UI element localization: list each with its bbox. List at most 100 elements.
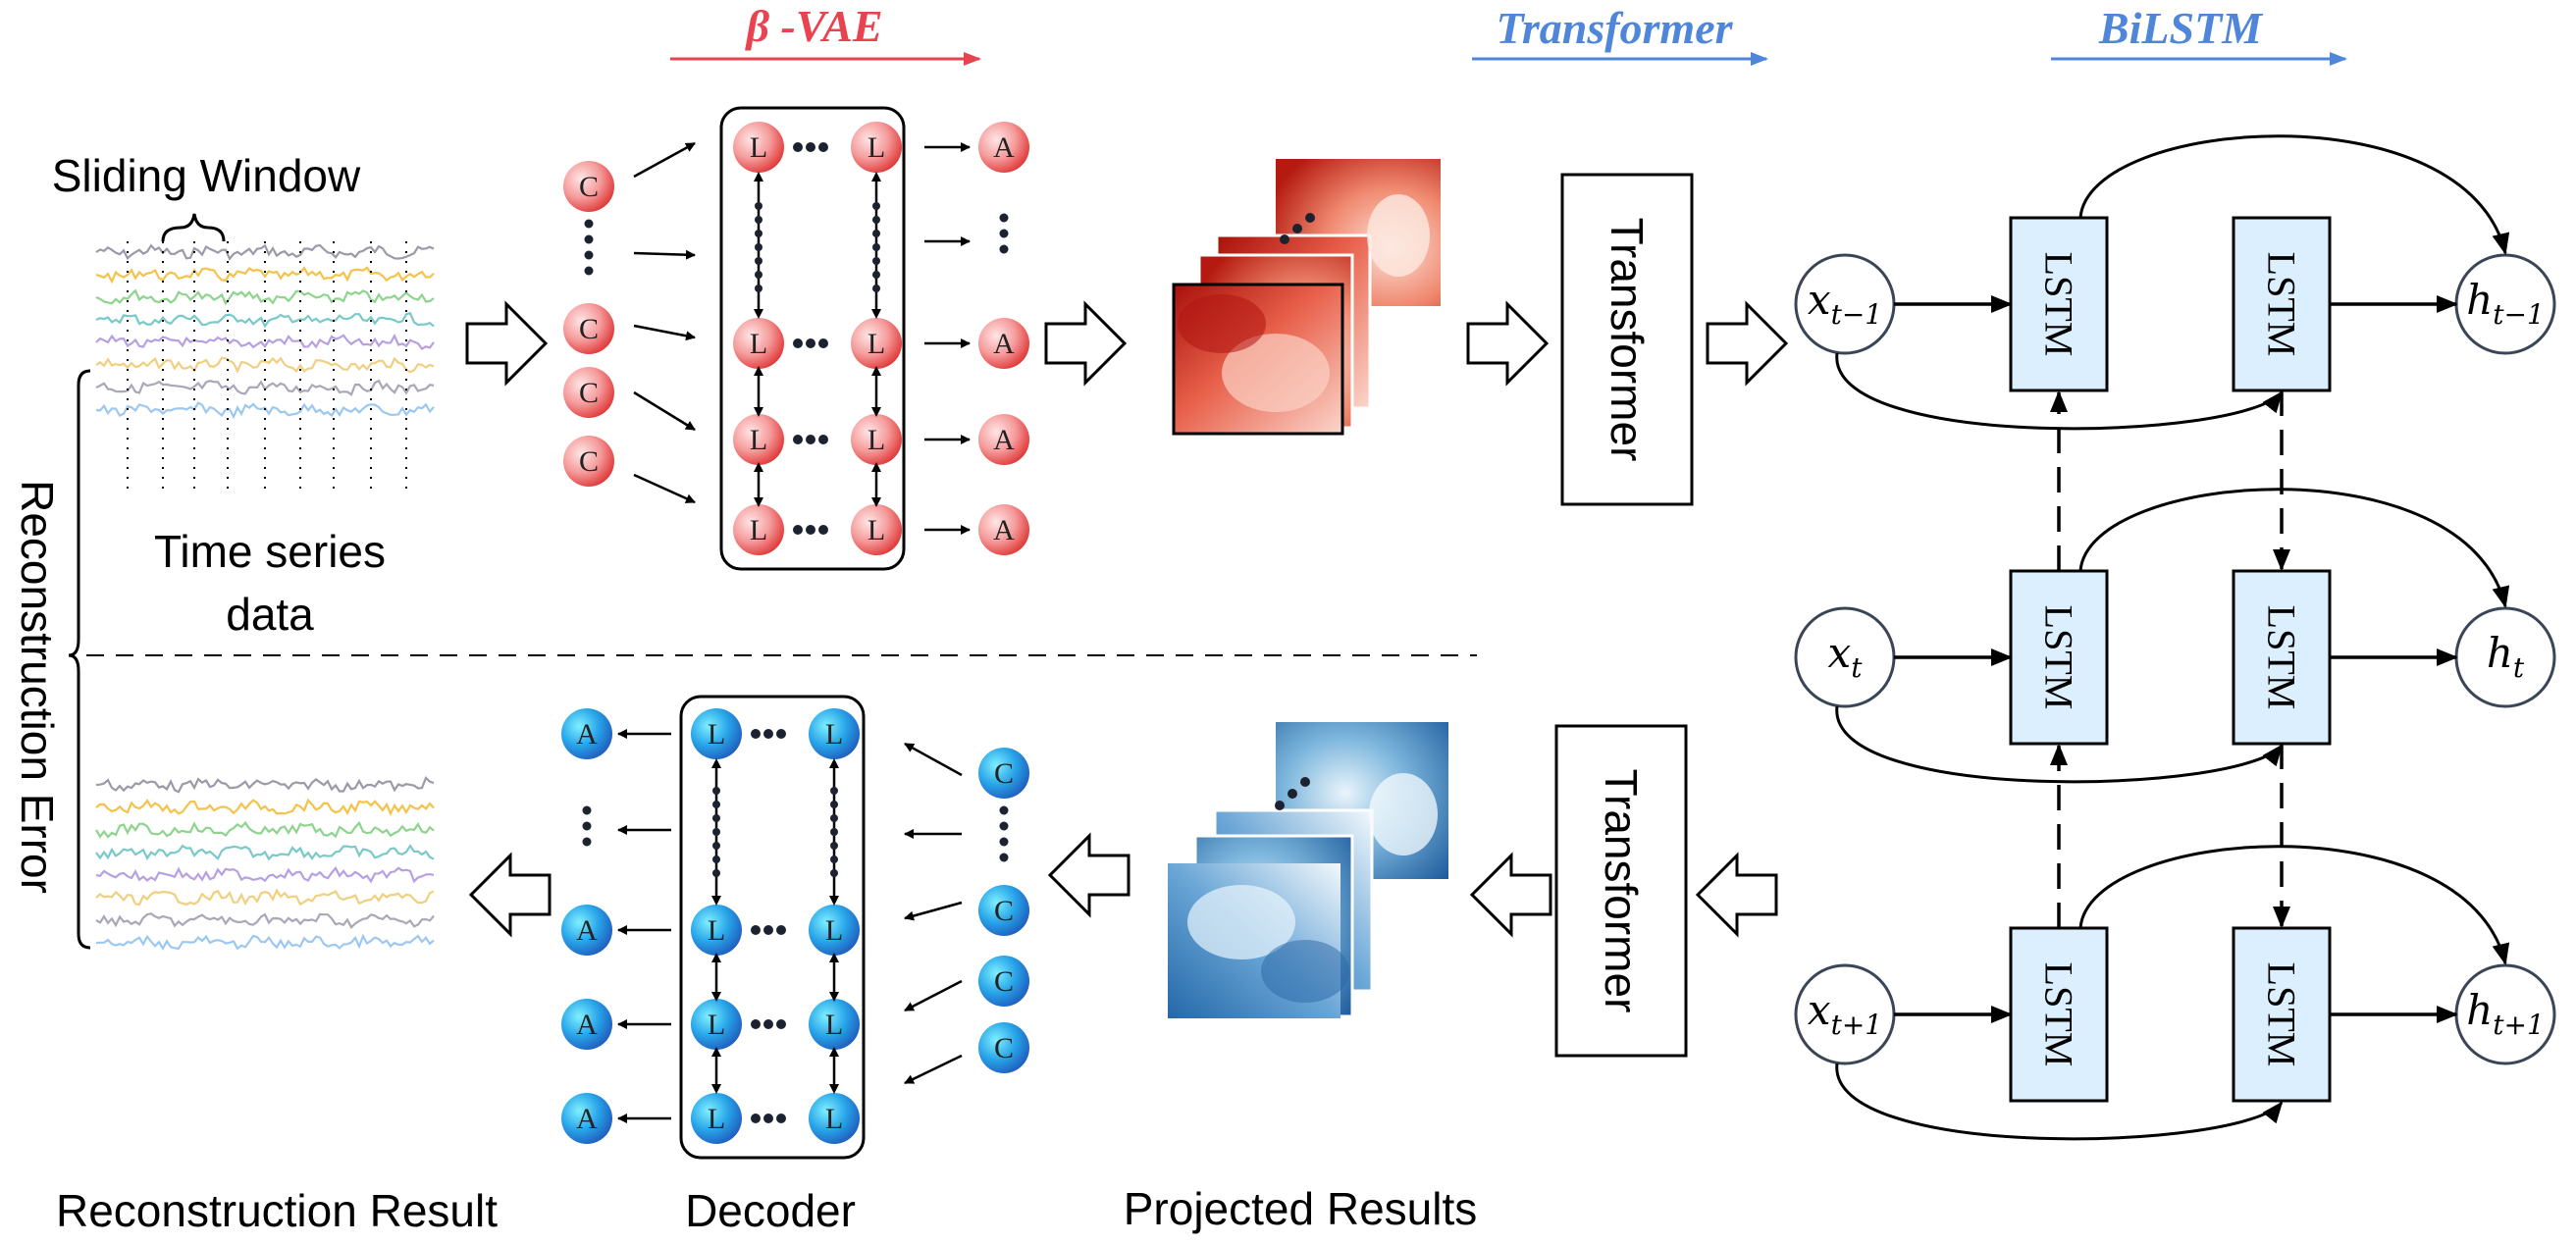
decoder-input-node: C [978,1022,1029,1073]
forward-lstm-cell-1: LSTM [2009,569,2109,746]
decoder-latent-node: L [809,999,860,1050]
decoder-latent-node: L [809,708,860,759]
encoder-input-arrow [633,473,696,504]
input-signal [95,356,435,374]
decoder-input-arrow [904,1054,963,1085]
input-signal [95,243,435,261]
svg-text:C: C [579,313,599,345]
encoder-latent-node: L [733,122,784,173]
encoder-input-arrow [633,141,696,179]
svg-text:C: C [994,1032,1014,1064]
decoder-input-node: C [978,748,1029,799]
decoder-input-arrow [904,979,963,1012]
input-signal [95,311,435,329]
decoder-input-node: C [978,885,1029,936]
input-to-backward-curve [1835,352,2284,431]
svg-text:L: L [708,1103,725,1135]
decoder-latent-node: L [691,999,742,1050]
svg-text:ht+1: ht+1 [2466,986,2545,1041]
reconstructed-signal [95,865,435,884]
sliding-window-label: Sliding Window [52,150,361,201]
svg-text:L: L [867,514,885,546]
transformer-box-bottom [1554,724,1688,1058]
svg-text:A: A [576,1103,598,1135]
svg-text:L: L [750,131,767,164]
decoder-output-node: A [561,999,612,1050]
reconstructed-time-series [95,775,435,951]
encoder-input-arrow [633,249,696,260]
hollow-arrow-to-transformer-bottom [1695,852,1778,938]
svg-text:A: A [576,1009,598,1041]
decoder-input-arrow [904,742,963,777]
latent-heatmap-stack [1172,159,1441,436]
svg-text:LSTM: LSTM [2260,962,2304,1067]
reconstructed-signal [95,933,435,951]
forward-to-output-curve [2078,134,2510,255]
svg-text:C: C [994,757,1014,790]
encoder-output-node: A [978,414,1029,465]
svg-text:xt+1: xt+1 [1808,986,1882,1041]
sliding-window-brace [161,213,226,242]
reconstruction-error-label: Reconstruction Error [12,480,63,894]
hollow-arrow-decoder-to-result [468,852,552,938]
decoder-latent-node: L [691,1093,742,1144]
sliding-window-grid [127,241,407,491]
encoder-latent-node: L [851,414,902,465]
encoder-input-node: C [563,436,614,487]
transformer-box-top-label: Transformer [1602,218,1653,462]
svg-text:A: A [993,514,1015,546]
reconstruction-error-brace [68,369,91,950]
decoder-input-arrow [904,901,963,921]
reconstructed-signal [95,775,435,794]
hollow-arrow-series-to-encoder [465,300,549,387]
svg-text:L: L [708,1009,725,1041]
decoder-output-node: A [561,708,612,759]
svg-text:L: L [825,914,843,947]
svg-text:L: L [708,718,725,751]
svg-text:L: L [825,1103,843,1135]
decoder-label: Decoder [685,1185,856,1236]
reconstructed-signal [95,798,435,816]
encoder-latent-node: L [851,122,902,173]
transformer-box-top [1560,173,1694,506]
svg-text:A: A [993,328,1015,360]
output-node-1: ht [2454,606,2556,708]
decoder-latent-box [679,695,866,1160]
hollow-arrow-latent-to-transformer [1466,300,1550,387]
hollow-arrow-projection-to-decoder [1047,832,1130,918]
encoder-output-node: A [978,318,1029,369]
svg-text:A: A [993,424,1015,456]
output-node-2: ht+1 [2454,963,2556,1065]
svg-text:A: A [576,914,598,947]
input-node-1: xt [1794,606,1896,708]
svg-text:LSTM: LSTM [2260,252,2304,357]
input-signal [95,288,435,306]
encoder-input-node: C [563,161,614,212]
time-series-label-line1: Time series [154,526,386,577]
encoder-latent-box [719,106,906,571]
svg-text:ht−1: ht−1 [2466,276,2545,331]
input-signal [95,266,435,285]
svg-text:C: C [579,445,599,478]
reconstructed-signal [95,820,435,839]
encoder-latent-node: L [733,414,784,465]
input-time-series [95,243,435,420]
input-node-2: xt+1 [1794,963,1896,1065]
decoder-latent-node: L [809,1093,860,1144]
svg-text:LSTM: LSTM [2037,605,2081,710]
input-signal [95,401,435,420]
svg-text:L: L [750,328,767,360]
backward-lstm-cell-2: LSTM [2232,926,2332,1103]
reconstructed-signal [95,912,435,930]
svg-text:LSTM: LSTM [2037,962,2081,1067]
decoder-output-node: A [561,1093,612,1144]
backward-lstm-cell-1: LSTM [2232,569,2332,746]
encoder-input-node: C [563,367,614,418]
reconstruction-result-label: Reconstruction Result [56,1185,498,1236]
forward-lstm-cell-0: LSTM [2009,216,2109,392]
encoder-input-arrow [633,324,696,341]
svg-text:LSTM: LSTM [2037,252,2081,357]
